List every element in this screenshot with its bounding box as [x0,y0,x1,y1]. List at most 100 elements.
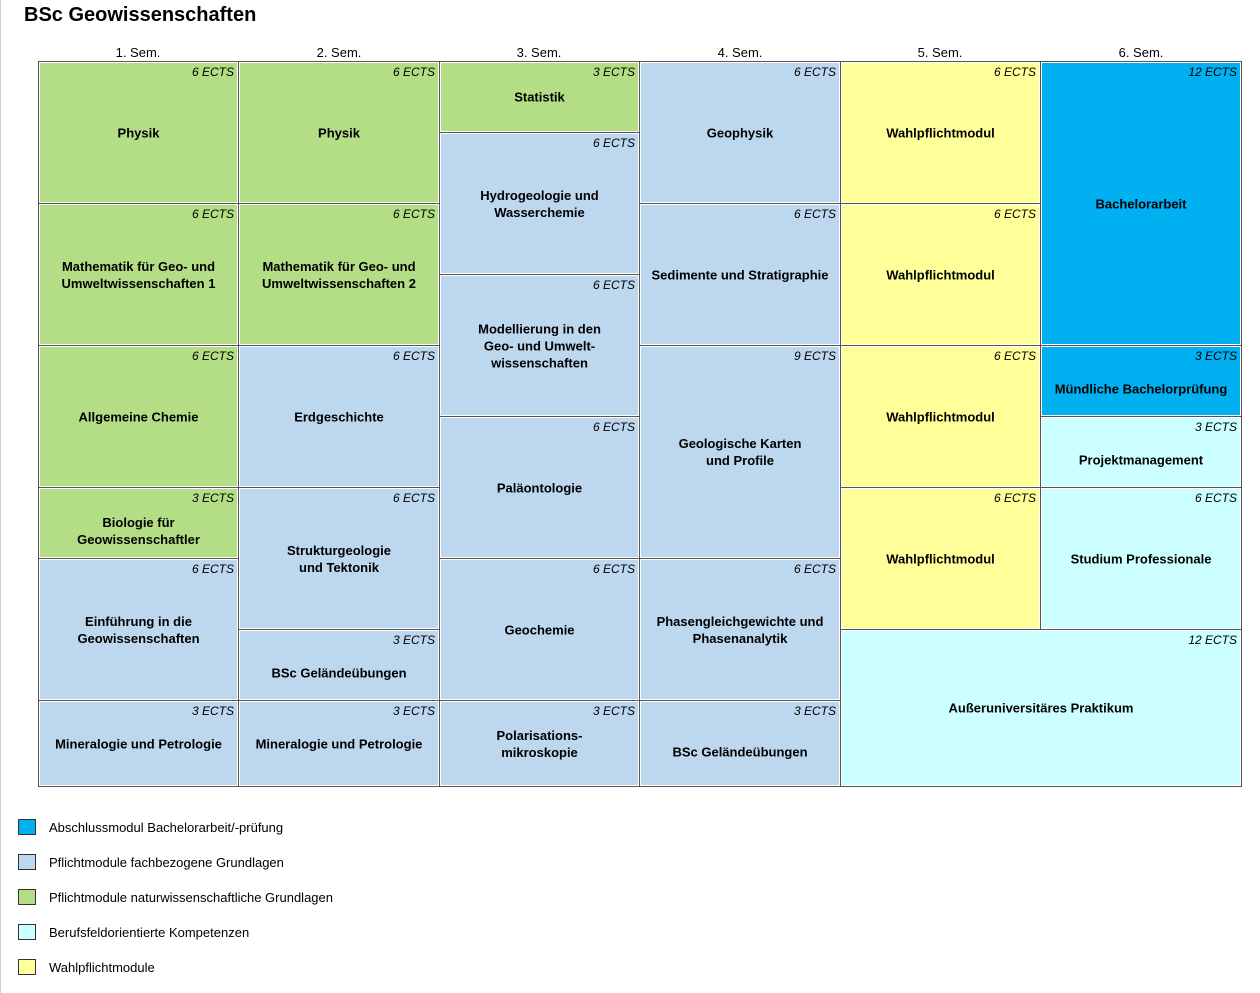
ects-label: 6 ECTS [392,349,435,363]
module-cell[interactable]: 6 ECTS Wahlpflichtmodul [840,487,1041,630]
module-name: Physik [318,125,360,140]
module-name: Erdgeschichte [294,409,384,424]
ects-label: 6 ECTS [1194,491,1237,505]
module-name: Mathematik für Geo- und Umweltwissenscha… [262,258,416,291]
module-name: BSc Geländeübungen [271,665,407,681]
module-cell[interactable]: 6 ECTS Mathematik für Geo- und Umweltwiss… [38,203,239,346]
module-name: Mineralogie und Petrologie [255,736,423,751]
semester-header: 1. Sem. [115,45,161,60]
page-frame-line [0,0,1,993]
ects-label: 12 ECTS [1188,65,1237,79]
module-cell[interactable]: 6 ECTS Erdgeschichte [238,345,440,488]
module-cell[interactable]: 6 ECTS Hydrogeologie und Wasserchemie [439,132,640,275]
module-name: Wahlpflichtmodul [886,125,995,140]
module-cell[interactable]: 6 ECTS Physik [38,61,239,204]
ects-label: 6 ECTS [993,491,1036,505]
module-name: Paläontologie [496,480,583,495]
ects-label: 6 ECTS [993,349,1036,363]
module-cell[interactable]: 3 ECTS Projektmanagement [1040,416,1242,488]
module-name: Mathematik für Geo- und Umweltwissenscha… [61,258,216,291]
legend-swatch [18,889,36,905]
module-cell[interactable]: 6 ECTS Physik [238,61,440,204]
module-name: Einführung in die Geowissenschaften [77,613,200,646]
module-name: Physik [117,125,160,140]
module-cell[interactable]: 6 ECTS Studium Professionale [1040,487,1242,630]
ects-label: 3 ECTS [392,704,435,718]
module-cell[interactable]: 3 ECTS Mündliche Bachelorprüfung [1040,345,1242,417]
ects-label: 3 ECTS [592,704,635,718]
module-name: Studium Professionale [1070,551,1212,566]
legend-swatch [18,959,36,975]
legend-label: Pflichtmodule fachbezogene Grundlagen [49,855,284,870]
ects-label: 6 ECTS [191,207,234,221]
module-name: Außeruniversitäres Praktikum [948,700,1134,716]
ects-label: 3 ECTS [1194,420,1237,434]
module-cell[interactable]: 3 ECTS Mineralogie und Petrologie [238,700,440,787]
semester-header: 3. Sem. [516,45,562,60]
module-cell[interactable]: 6 ECTS Geochemie [439,558,640,701]
module-name: Wahlpflichtmodul [886,551,995,566]
module-name: Strukturgeologie und Tektonik [286,542,391,575]
semester-header: 6. Sem. [1118,45,1164,60]
ects-label: 6 ECTS [592,136,635,150]
module-cell[interactable]: 12 ECTS Außeruniversitäres Praktikum [840,629,1242,787]
ects-label: 6 ECTS [592,562,635,576]
module-name: Phasengleichgewichte und Phasenanalytik [656,613,824,646]
ects-label: 3 ECTS [793,704,836,718]
module-name: Hydrogeologie und Wasserchemie [480,187,599,220]
ects-label: 3 ECTS [191,491,234,505]
ects-label: 6 ECTS [793,207,836,221]
ects-label: 6 ECTS [392,491,435,505]
module-name: Statistik [514,89,565,105]
module-cell[interactable]: 6 ECTS Wahlpflichtmodul [840,61,1041,204]
module-cell[interactable]: 6 ECTS Geophysik [639,61,841,204]
ects-label: 6 ECTS [392,65,435,79]
module-name: Sedimente und Stratigraphie [651,267,829,282]
module-cell[interactable]: 6 ECTS Sedimente und Stratigraphie [639,203,841,346]
module-cell[interactable]: 6 ECTS Paläontologie [439,416,640,559]
ects-label: 3 ECTS [592,65,635,79]
module-cell[interactable]: 3 ECTS Statistik [439,61,640,133]
module-name: Geophysik [706,125,774,140]
module-cell[interactable]: 3 ECTS BSc Geländeübungen [639,700,841,787]
module-cell[interactable]: 6 ECTS Wahlpflichtmodul [840,345,1041,488]
semester-header: 4. Sem. [717,45,763,60]
module-name: Biologie für Geowissenschaftler [77,515,200,547]
module-name: BSc Geländeübungen [672,744,808,759]
module-name: Allgemeine Chemie [78,409,199,424]
ects-label: 6 ECTS [993,65,1036,79]
module-name: Modellierung in den Geo- und Umwelt- wis… [478,321,601,370]
ects-label: 6 ECTS [993,207,1036,221]
module-cell[interactable]: 3 ECTS Biologie für Geowissenschaftler [38,487,239,559]
semester-header: 5. Sem. [917,45,963,60]
module-cell[interactable]: 12 ECTS Bachelorarbeit [1040,61,1242,346]
ects-label: 3 ECTS [1194,349,1237,363]
ects-label: 6 ECTS [592,278,635,292]
legend-swatch [18,854,36,870]
ects-label: 6 ECTS [592,420,635,434]
legend-label: Wahlpflichtmodule [49,960,155,975]
ects-label: 6 ECTS [793,65,836,79]
module-name: Geologische Karten und Profile [678,436,802,468]
module-cell[interactable]: 6 ECTS Phasengleichgewichte und Phasenana… [639,558,841,701]
module-name: Mündliche Bachelorprüfung [1054,381,1228,397]
module-name: Wahlpflichtmodul [886,409,995,424]
ects-label: 12 ECTS [1188,633,1237,647]
module-cell[interactable]: 6 ECTS Modellierung in den Geo- und Umwel… [439,274,640,417]
module-name: Bachelorarbeit [1095,196,1187,211]
ects-label: 6 ECTS [191,65,234,79]
legend-label: Berufsfeldorientierte Kompetenzen [49,925,250,940]
module-cell[interactable]: 6 ECTS Strukturgeologie und Tektonik [238,487,440,630]
module-cell[interactable]: 6 ECTS Mathematik für Geo- und Umweltwiss… [238,203,440,346]
ects-label: 6 ECTS [392,207,435,221]
module-name: Geochemie [504,622,575,637]
module-name: Projektmanagement [1078,452,1204,468]
ects-label: 6 ECTS [793,562,836,576]
